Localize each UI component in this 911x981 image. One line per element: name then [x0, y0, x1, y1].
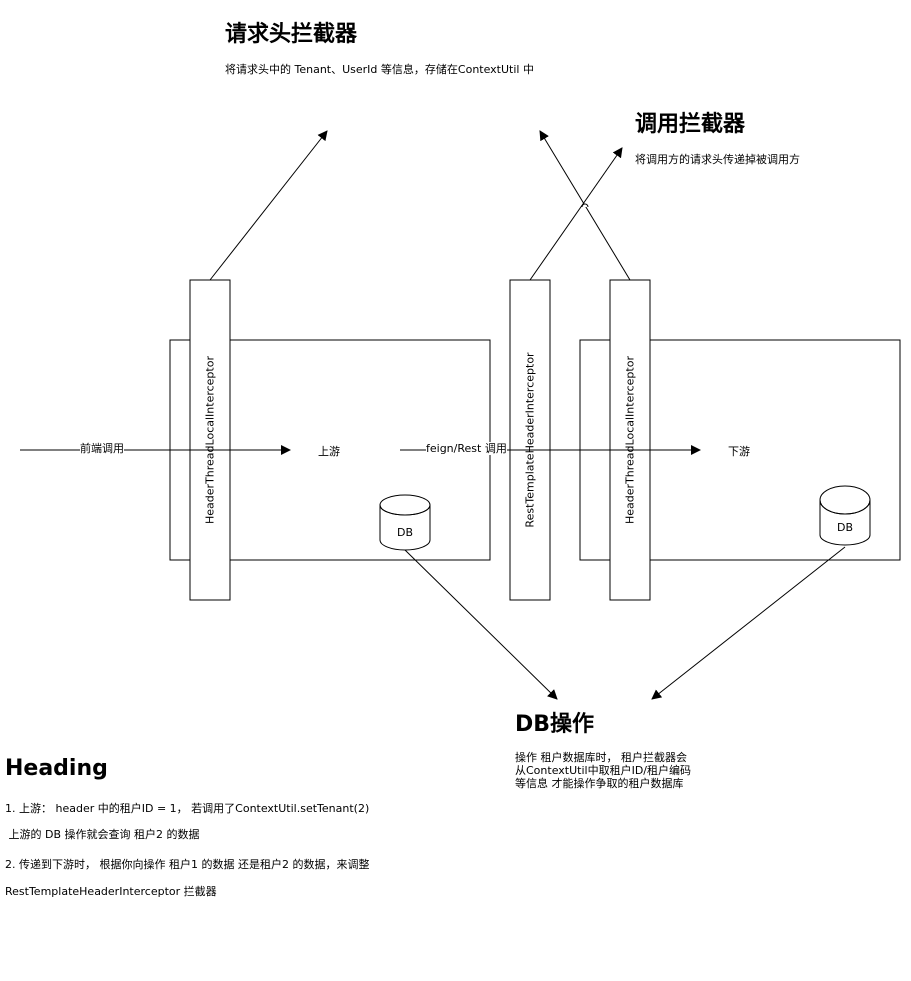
left-interceptor-to-title-arrow: [209, 130, 328, 281]
call-interceptor-desc: 将调用方的请求头传递掉被调用方: [635, 153, 800, 166]
upstream-label: 上游: [318, 445, 340, 458]
line-crossing-hop: [581, 203, 589, 208]
middle-interceptor-label: RestTemplateHeaderInterceptor: [523, 352, 537, 528]
db-cylinder-right: [819, 485, 871, 546]
request-interceptor-title: 请求头拦截器: [225, 22, 358, 47]
notes-line-4: RestTemplateHeaderInterceptor 拦截器: [5, 885, 217, 898]
db-op-title: DB操作: [515, 712, 595, 737]
request-interceptor-desc: 将请求头中的 Tenant、UserId 等信息，存储在ContextUtil …: [225, 63, 534, 76]
downstream-label: 下游: [728, 445, 750, 458]
left-db-to-dbop-arrow: [404, 549, 558, 700]
right-db-to-dbop-arrow: [651, 546, 846, 700]
frontend-call-label: 前端调用: [80, 442, 124, 455]
middle-interceptor-to-call-title-arrow: [529, 147, 623, 281]
right-interceptor-bar: [609, 279, 651, 601]
db-left-label: DB: [397, 526, 414, 539]
right-interceptor-label: HeaderThreadLocalInterceptor: [623, 356, 637, 524]
left-interceptor-label: HeaderThreadLocalInterceptor: [203, 356, 217, 524]
notes-heading: Heading: [5, 756, 108, 781]
call-interceptor-title: 调用拦截器: [635, 112, 746, 137]
db-op-desc: 操作 租户数据库时， 租户拦截器会从ContextUtil中取租户ID/租户编码…: [515, 751, 691, 790]
notes-line-1: 1. 上游： header 中的租户ID = 1， 若调用了ContextUti…: [5, 802, 370, 815]
db-cylinder-left: [379, 494, 431, 551]
middle-interceptor-bar: [509, 279, 551, 601]
notes-line-2: 上游的 DB 操作就会查询 租户2 的数据: [5, 828, 200, 841]
notes-line-3: 2. 传递到下游时， 根据你向操作 租户1 的数据 还是租户2 的数据，来调整: [5, 858, 370, 871]
db-right-label: DB: [837, 521, 854, 534]
feign-call-label: feign/Rest 调用: [426, 442, 507, 455]
